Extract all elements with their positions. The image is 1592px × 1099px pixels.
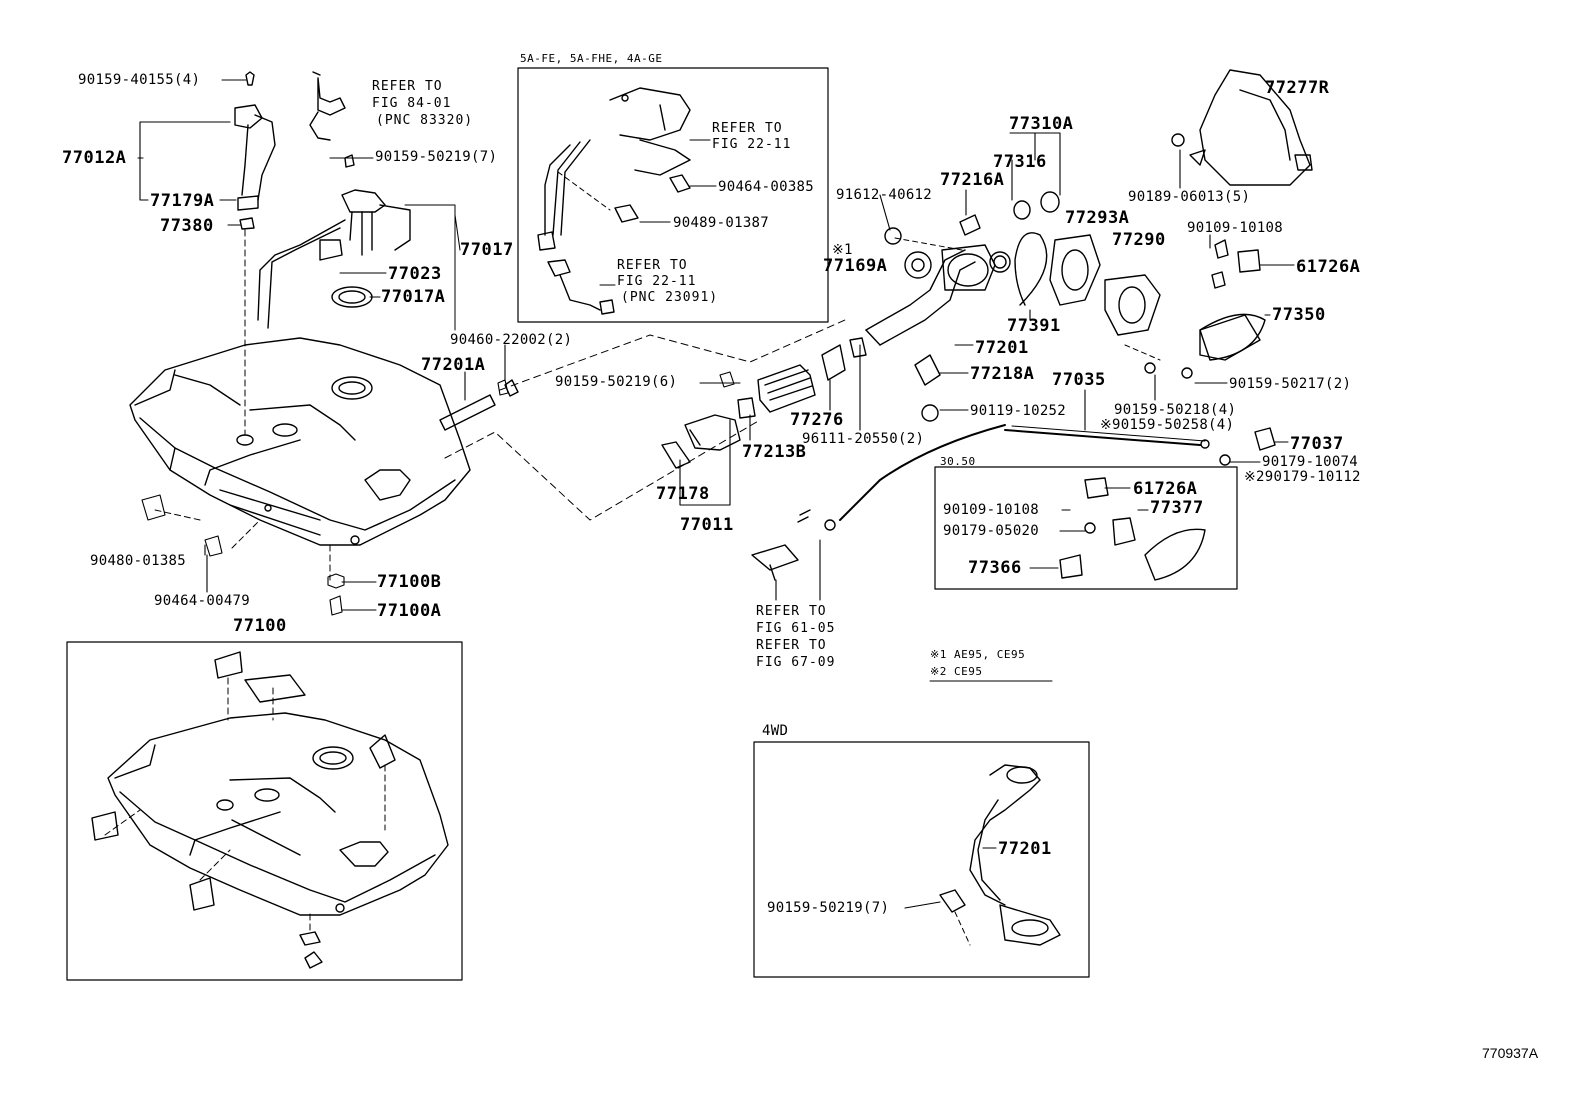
4wd-frame [753,741,1090,978]
fuel-lid-assembly [1059,313,1266,581]
part-label-p04: (PNC 83320) [376,113,474,128]
inlet-pipe-4wd [939,764,1061,946]
part-label-p57: 30.50 [940,455,976,468]
part-label-p61: 90179-05020 [943,523,1040,539]
lid-variant-frame [934,466,1238,590]
inset-pump-lines [537,87,691,315]
part-label-p36: 91612-40612 [836,187,933,203]
part-label-p66: FIG 67-09 [756,655,836,670]
part-label-p15: 90464-00385 [718,179,815,195]
part-label-p55: 90179-10074 [1262,454,1359,470]
part-label-p12: 5A-FE, 5A-FHE, 4A-GE [520,52,663,65]
engine-variant-frame [517,67,829,323]
part-label-p37: 77293A [1065,208,1130,228]
part-label-p09: 77017 [460,240,514,260]
part-label-p21: 77201A [421,355,486,375]
part-label-p44: 77035 [1052,370,1106,390]
hoses-and-lines [154,133,1276,581]
part-label-p63: REFER TO [756,604,827,619]
figure-id: 770937A [1482,1045,1539,1061]
part-label-p26: 77178 [656,484,710,504]
part-label-p07: 77179A [150,191,215,211]
part-label-p42: 77201 [975,338,1029,358]
part-label-p51: 90159-50217(2) [1229,376,1352,392]
part-label-p45: 90119-10252 [970,403,1067,419]
part-label-p20: 90460-22002(2) [450,332,573,348]
part-label-p71: 90159-50219(7) [767,900,890,916]
part-label-p47: 90189-06013(5) [1128,189,1251,205]
part-label-p60: 77377 [1150,498,1204,518]
part-label-p70: 77201 [998,839,1052,859]
part-label-p64: FIG 61-05 [756,621,836,636]
tank-variant-frame [66,641,463,981]
part-label-p14: FIG 22-11 [712,137,792,152]
part-label-p35: 77216A [940,170,1005,190]
part-label-p62: 77366 [968,558,1022,578]
part-label-p28: 90480-01385 [90,553,187,569]
part-label-p56: ※290179-10112 [1244,469,1361,485]
part-label-p40: 77169A [823,256,888,276]
part-label-p16: 90489-01387 [673,215,770,231]
fuel-tank-main [129,337,471,546]
fasteners [141,371,735,616]
part-label-p29: 77100B [377,572,442,592]
part-label-p49: 61726A [1296,257,1361,277]
heat-shield [1199,69,1313,186]
part-label-p41: 77391 [1007,316,1061,336]
part-label-p22: 90159-50219(6) [555,374,678,390]
part-label-p18: FIG 22-11 [617,274,697,289]
part-label-p67: ※1 AE95, CE95 [930,648,1026,661]
part-label-p34: 77316 [993,152,1047,172]
part-label-p10: 77023 [388,264,442,284]
part-label-p58: 90109-10108 [943,502,1040,518]
part-label-p52: 90159-50218(4) [1114,402,1237,418]
part-label-p65: REFER TO [756,638,827,653]
part-label-p24: 77213B [742,442,807,462]
part-label-p01: 90159-40155(4) [78,72,201,88]
leader-lines [137,79,1295,909]
part-label-p43: 77218A [970,364,1035,384]
part-label-p08: 77380 [160,216,214,236]
part-label-p05: 77012A [62,148,127,168]
fuel-tank-alt [91,651,449,969]
part-label-p02: REFER TO [372,79,443,94]
part-label-p48: 90109-10108 [1187,220,1284,236]
part-label-p13: REFER TO [712,121,783,136]
part-label-p39: ※1 [832,242,853,258]
part-label-p30: 90464-00479 [154,593,251,609]
part-label-p38: 77290 [1112,230,1166,250]
part-label-p27: 77011 [680,515,734,535]
part-label-p03: FIG 84-01 [372,96,452,111]
sender-gauge [234,71,276,436]
part-label-p31: 77100A [377,601,442,621]
part-label-p68: ※2 CE95 [930,665,983,678]
part-label-p33: 77310A [1009,114,1074,134]
part-label-p19: (PNC 23091) [621,290,719,305]
part-label-p17: REFER TO [617,258,688,273]
part-label-p06: 90159-50219(7) [375,149,498,165]
part-label-p53: ※90159-50258(4) [1100,417,1235,433]
part-label-p46: 77277R [1265,78,1330,98]
part-label-p69: 4WD [762,723,789,739]
part-label-p50: 77350 [1272,305,1326,325]
part-label-p32: 77100 [233,616,287,636]
part-label-p54: 77037 [1290,434,1344,454]
part-label-p59: 61726A [1133,479,1198,499]
part-label-p25: 96111-20550(2) [802,431,925,447]
part-label-p23: 77276 [790,410,844,430]
part-label-p11: 77017A [381,287,446,307]
